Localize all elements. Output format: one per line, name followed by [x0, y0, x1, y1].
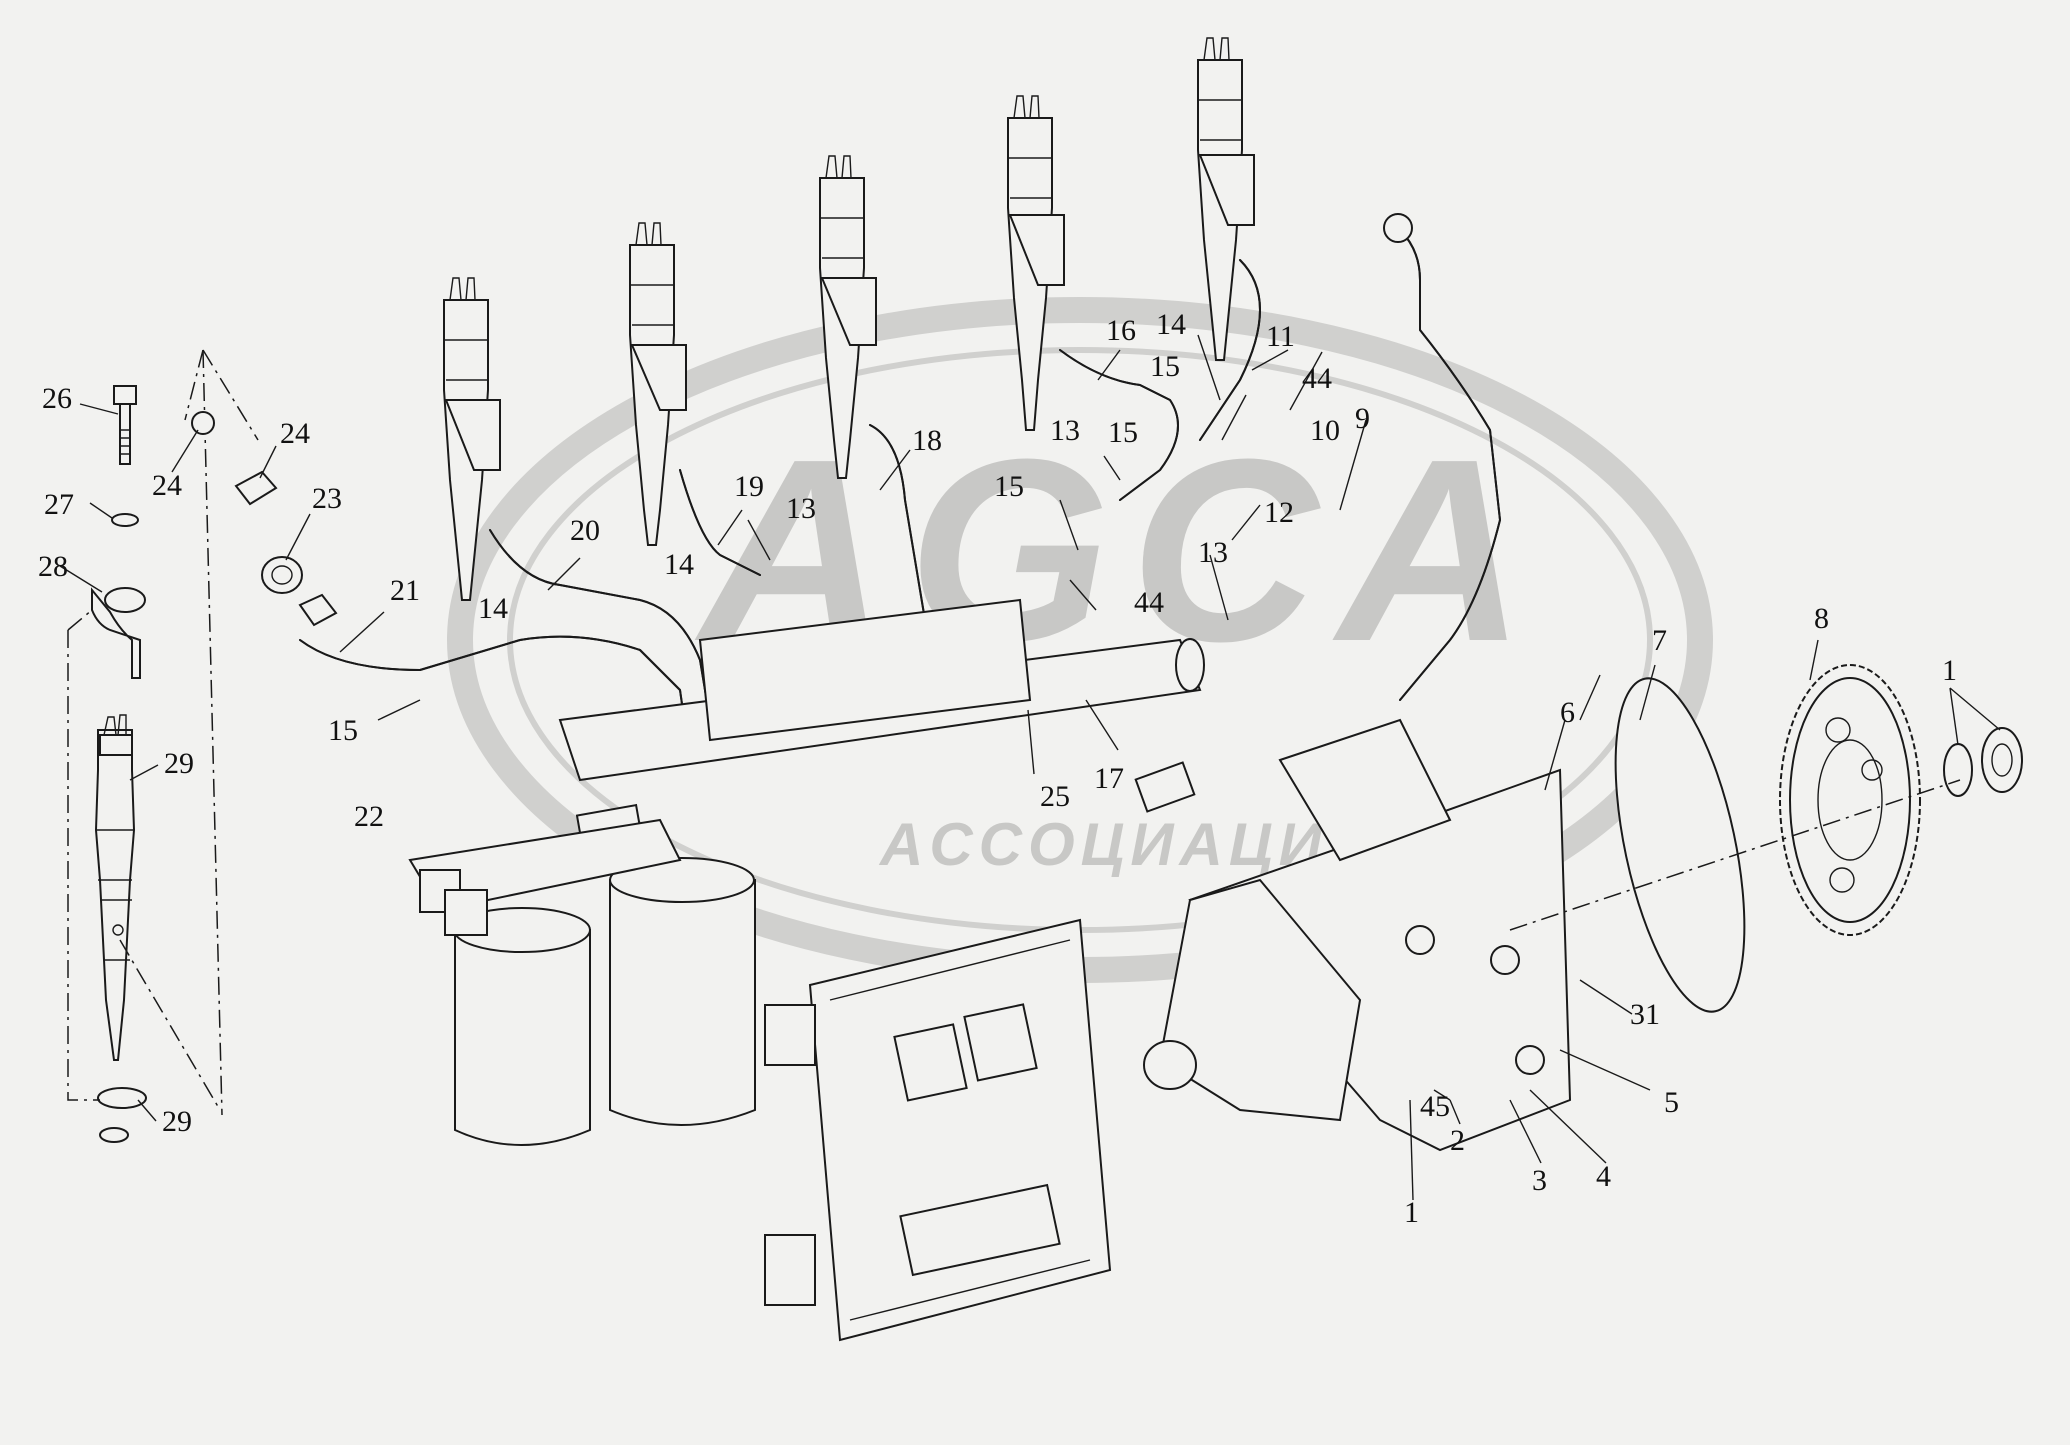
callout-11: 11 — [1266, 320, 1295, 353]
callout-6: 6 — [1560, 696, 1575, 729]
callout-3: 3 — [1532, 1164, 1547, 1197]
callout-15-lower: 15 — [994, 470, 1024, 503]
fuel-lines — [299, 213, 1501, 761]
callout-23: 23 — [312, 482, 342, 515]
callout-10: 10 — [1310, 414, 1340, 447]
callout-17: 17 — [1094, 762, 1124, 795]
installed-injectors — [443, 37, 1255, 601]
callout-27: 27 — [44, 488, 74, 521]
callout-8: 8 — [1814, 602, 1829, 635]
ecu-unit — [764, 918, 1112, 1342]
callout-44-top: 44 — [1302, 362, 1332, 395]
callout-16: 16 — [1106, 314, 1136, 347]
callout-14-left: 14 — [478, 592, 508, 625]
callout-9: 9 — [1355, 402, 1370, 435]
callout-28: 28 — [38, 550, 68, 583]
callout-24-left: 24 — [152, 469, 182, 502]
callout-labels: 26 27 28 29 29 24 24 23 21 20 19 18 16 1… — [38, 308, 1957, 1229]
high-pressure-pump — [1134, 718, 1572, 1152]
callout-14-mid: 14 — [664, 548, 694, 581]
callout-19: 19 — [734, 470, 764, 503]
callout-2: 2 — [1450, 1124, 1465, 1157]
callout-21: 21 — [390, 574, 420, 607]
callout-14-top: 14 — [1156, 308, 1186, 341]
callout-7: 7 — [1652, 624, 1667, 657]
callout-45: 45 — [1420, 1090, 1450, 1123]
callout-13-left: 13 — [786, 492, 816, 525]
callout-13-mid: 13 — [1050, 414, 1080, 447]
callout-26: 26 — [42, 382, 72, 415]
callout-18: 18 — [912, 424, 942, 457]
callout-15-mid: 15 — [1108, 416, 1138, 449]
callout-1-right: 1 — [1942, 654, 1957, 687]
callout-44-lower: 44 — [1134, 586, 1164, 619]
callout-25: 25 — [1040, 780, 1070, 813]
callout-4: 4 — [1596, 1160, 1611, 1193]
callout-22: 22 — [354, 800, 384, 833]
callout-15-left: 15 — [328, 714, 358, 747]
callout-29-injector: 29 — [164, 747, 194, 780]
callout-20: 20 — [570, 514, 600, 547]
callout-12: 12 — [1264, 496, 1294, 529]
gasket-ring — [1614, 677, 1746, 1013]
exploded-injector-assembly — [67, 349, 338, 1143]
callout-29-seal: 29 — [162, 1105, 192, 1138]
fuel-filters — [408, 818, 756, 1146]
callout-24-right: 24 — [280, 417, 310, 450]
callout-1-bottom: 1 — [1404, 1196, 1419, 1229]
drive-gear — [1779, 664, 1921, 936]
shaft-axis-line — [1509, 779, 1961, 931]
leader-lines — [59, 334, 2001, 1201]
callout-5: 5 — [1664, 1086, 1679, 1119]
callout-31: 31 — [1630, 998, 1660, 1031]
nut-and-washer — [1943, 727, 2023, 797]
callout-15-top: 15 — [1150, 350, 1180, 383]
callout-13-right: 13 — [1198, 536, 1228, 569]
